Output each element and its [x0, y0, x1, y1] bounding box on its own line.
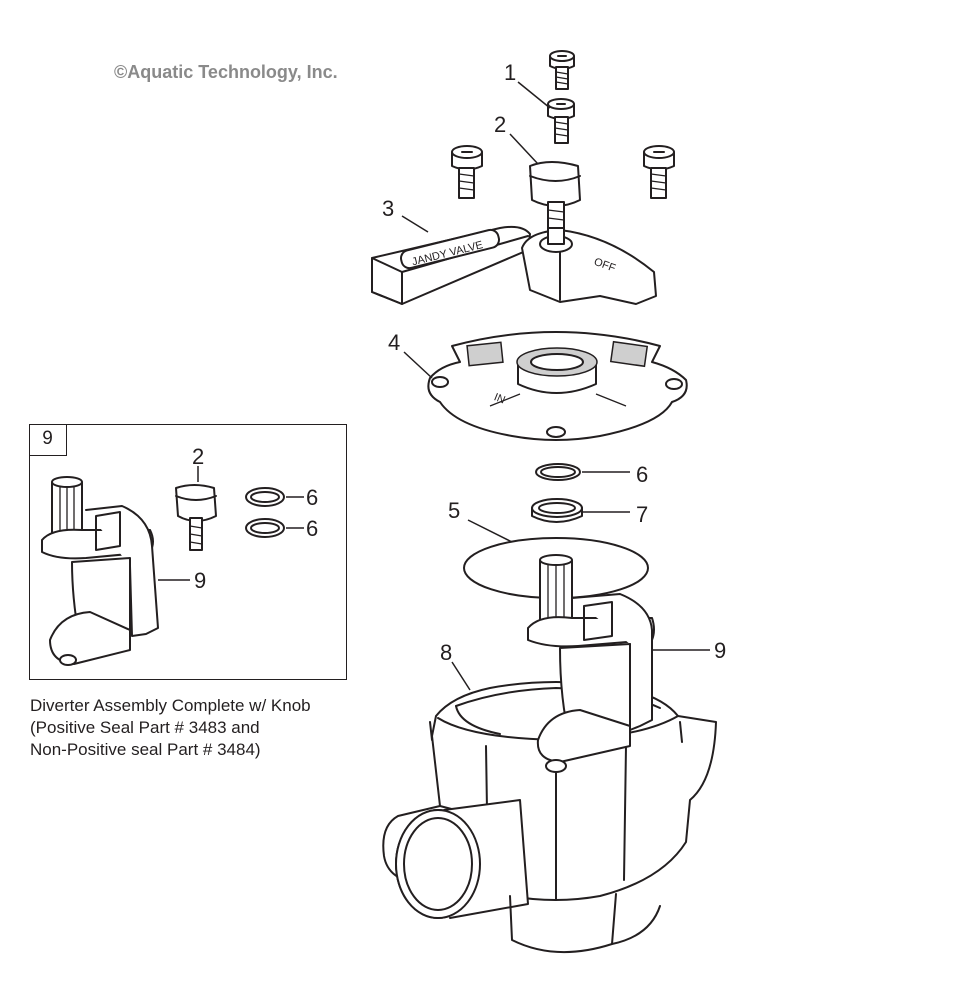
screw-left: [451, 145, 483, 199]
inset-callout-2: 2: [192, 444, 204, 469]
valve-body: [382, 681, 717, 954]
knob: [529, 161, 581, 229]
inset-frame: [29, 424, 347, 680]
inset-callout-6b: 6: [306, 516, 318, 541]
callout-4: 4: [388, 330, 400, 355]
callout-2: 2: [494, 112, 506, 137]
leader-lines: [158, 81, 710, 691]
inset-knob: [175, 484, 217, 551]
caption-line-3: Non-Positive seal Part # 3484): [30, 740, 261, 759]
inset-callout-6a: 6: [306, 485, 318, 510]
caption-line-1: Diverter Assembly Complete w/ Knob: [30, 696, 311, 715]
diverter-main: [527, 554, 655, 773]
callout-5: 5: [448, 498, 460, 523]
handle: JANDY VALVE OFF: [371, 225, 657, 305]
screw-second: [547, 98, 575, 144]
caption-line-2: (Positive Seal Part # 3483 and: [30, 718, 260, 737]
inset-tag: 9: [29, 424, 67, 456]
seal: [531, 498, 583, 523]
inset-caption: Diverter Assembly Complete w/ Knob (Posi…: [30, 695, 311, 761]
callout-7: 7: [636, 502, 648, 527]
copyright-notice: ©Aquatic Technology, Inc.: [114, 62, 338, 82]
valve-lid: IN: [427, 331, 688, 441]
callout-6: 6: [636, 462, 648, 487]
callout-3: 3: [382, 196, 394, 221]
callout-1: 1: [504, 60, 516, 85]
inset-diverter: [41, 476, 159, 666]
callout-9: 9: [714, 638, 726, 663]
callout-8: 8: [440, 640, 452, 665]
inset-callout-9: 9: [194, 568, 206, 593]
screw-right: [643, 145, 675, 199]
screw-top: [549, 50, 575, 90]
in-label: IN: [492, 391, 507, 406]
